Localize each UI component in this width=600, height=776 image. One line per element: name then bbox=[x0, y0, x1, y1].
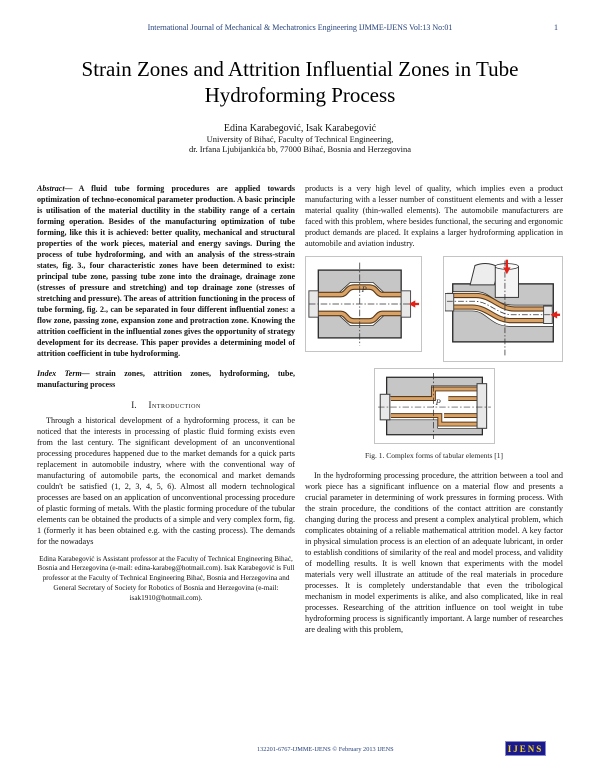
byline: Edina Karabegović, Isak Karabegović Univ… bbox=[0, 123, 600, 155]
index-terms-label: Index Term— bbox=[37, 368, 90, 378]
abstract-label: Abstract— bbox=[37, 183, 73, 193]
figure-1-caption: Fig. 1. Complex forms of tabular element… bbox=[364, 450, 504, 460]
subfigure-stepped-branch-diagram: P bbox=[373, 367, 495, 444]
two-column-body: Abstract—A fluid tube forming procedures… bbox=[0, 183, 600, 635]
abstract-text: A fluid tube forming procedures are appl… bbox=[37, 183, 295, 358]
running-header: International Journal of Mechanical & Me… bbox=[0, 0, 600, 32]
section-number: I. bbox=[131, 399, 137, 410]
figure-1: P bbox=[305, 255, 563, 461]
pressure-label-p: P bbox=[434, 397, 440, 407]
paper-title: Strain Zones and Attrition Influential Z… bbox=[81, 57, 519, 108]
section-heading-introduction: I. Introduction bbox=[37, 400, 295, 411]
abstract-paragraph: Abstract—A fluid tube forming procedures… bbox=[37, 183, 295, 359]
right-column: products is a very high level of quality… bbox=[305, 183, 563, 635]
ijens-logo: IJENS bbox=[505, 741, 546, 756]
die-punch-illustration bbox=[445, 259, 561, 356]
subfigure-vertical-punch-diagram bbox=[443, 255, 563, 362]
pressure-label-p: P bbox=[361, 284, 367, 294]
right-paragraph-1: products is a very high level of quality… bbox=[305, 183, 563, 248]
journal-title: International Journal of Mechanical & Me… bbox=[147, 23, 453, 32]
introduction-paragraph: Through a historical development of a hy… bbox=[37, 415, 295, 546]
affiliation-line-1: University of Bihać, Faculty of Technica… bbox=[206, 133, 394, 144]
axial-force-arrow-icon bbox=[408, 300, 420, 308]
subfigure-axial-bulge-diagram: P bbox=[305, 255, 422, 352]
axial-force-arrow-icon bbox=[550, 310, 561, 319]
die-bulge-illustration: P bbox=[308, 262, 420, 346]
page-number: 1 bbox=[554, 23, 558, 32]
index-terms-text: strain zones, attrition zones, hydroform… bbox=[37, 368, 295, 389]
footer-copyright: 132201-6767-IJMME-IJENS © February 2013 … bbox=[257, 746, 394, 753]
die-stepped-illustration: P bbox=[377, 372, 491, 439]
punch-force-arrow-icon bbox=[503, 259, 511, 274]
index-terms-paragraph: Index Term—strain zones, attrition zones… bbox=[37, 368, 295, 390]
left-column: Abstract—A fluid tube forming procedures… bbox=[37, 183, 295, 635]
authors: Edina Karabegović, Isak Karabegović bbox=[223, 122, 377, 134]
right-paragraph-2: In the hydroforming processing procedure… bbox=[305, 470, 563, 634]
section-title: Introduction bbox=[148, 399, 201, 410]
affiliation-line-2: dr. Irfana Ljubijankića bb, 77000 Bihać,… bbox=[188, 144, 412, 155]
author-footnote: Edina Karabegović is Assistant professor… bbox=[37, 554, 295, 602]
figure-top-row: P bbox=[305, 255, 563, 362]
